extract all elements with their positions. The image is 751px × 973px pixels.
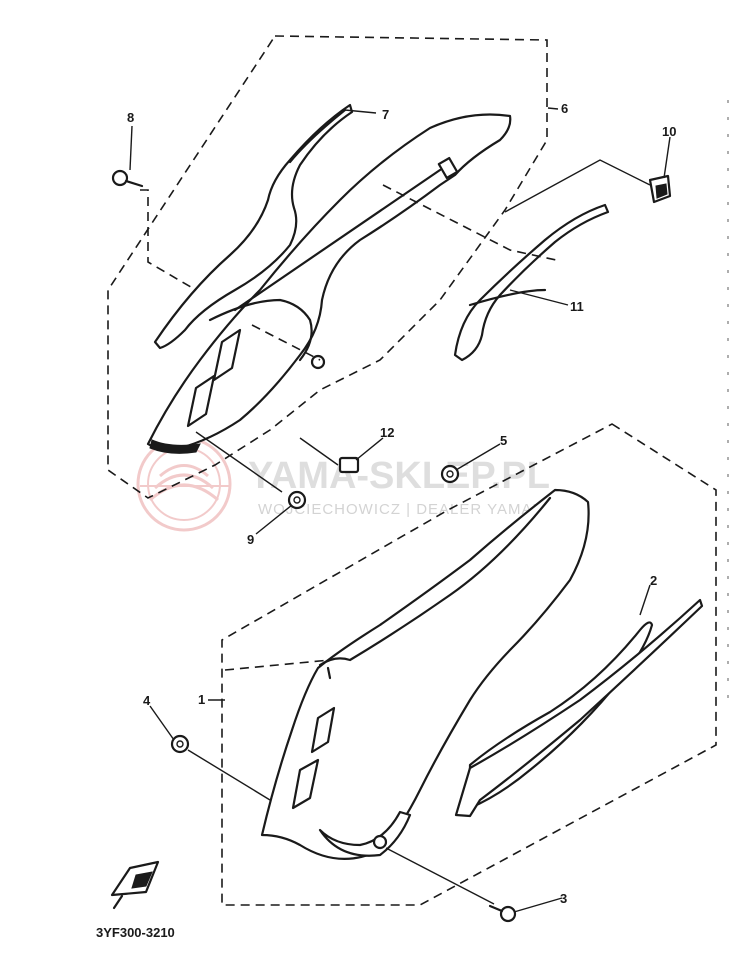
callout-leaders — [129, 107, 671, 913]
part-12-grommet — [338, 456, 360, 474]
part-3-screw — [488, 904, 517, 923]
diagram-code: 3YF300-3210 — [96, 925, 175, 940]
callout-6: 6 — [561, 101, 568, 116]
part-2-emblem-stripe — [454, 598, 704, 818]
callout-8: 8 — [127, 110, 134, 125]
callout-1: 1 — [198, 692, 205, 707]
part-4-nut — [170, 734, 190, 754]
alignment-lines-upper — [140, 159, 651, 493]
part-11-rear-emblem — [453, 203, 610, 362]
callout-2: 2 — [650, 573, 657, 588]
part-9-nut — [287, 490, 307, 510]
callout-labels: 1 2 3 4 5 6 7 8 9 10 11 12 — [127, 101, 676, 906]
watermark-brand: YAMA-SKLEP.PL — [248, 455, 550, 497]
part-1-lower-side-cover — [260, 488, 590, 860]
callout-3: 3 — [560, 891, 567, 906]
callout-11: 11 — [570, 299, 584, 314]
part-6-upper-side-cover — [146, 113, 512, 454]
callout-9: 9 — [247, 532, 254, 547]
part-8-screw — [111, 169, 144, 188]
part-10-clip — [648, 174, 672, 204]
watermark-tagline: WOJCIECHOWICZ | DEALER YAMAHA — [258, 501, 555, 518]
callout-7: 7 — [382, 107, 389, 122]
alignment-lines-lower — [187, 659, 495, 905]
assembly-outline-lower — [221, 423, 717, 906]
watermark: YAMA-SKLEP.PL WOJCIECHOWICZ | DEALER YAM… — [136, 436, 555, 532]
callout-12: 12 — [380, 425, 394, 440]
callout-10: 10 — [662, 124, 676, 139]
callout-4: 4 — [143, 693, 151, 708]
part-5-nut — [440, 464, 460, 484]
part-7-emblem — [153, 103, 354, 350]
front-arrow-icon — [110, 860, 160, 910]
callout-5: 5 — [500, 433, 507, 448]
